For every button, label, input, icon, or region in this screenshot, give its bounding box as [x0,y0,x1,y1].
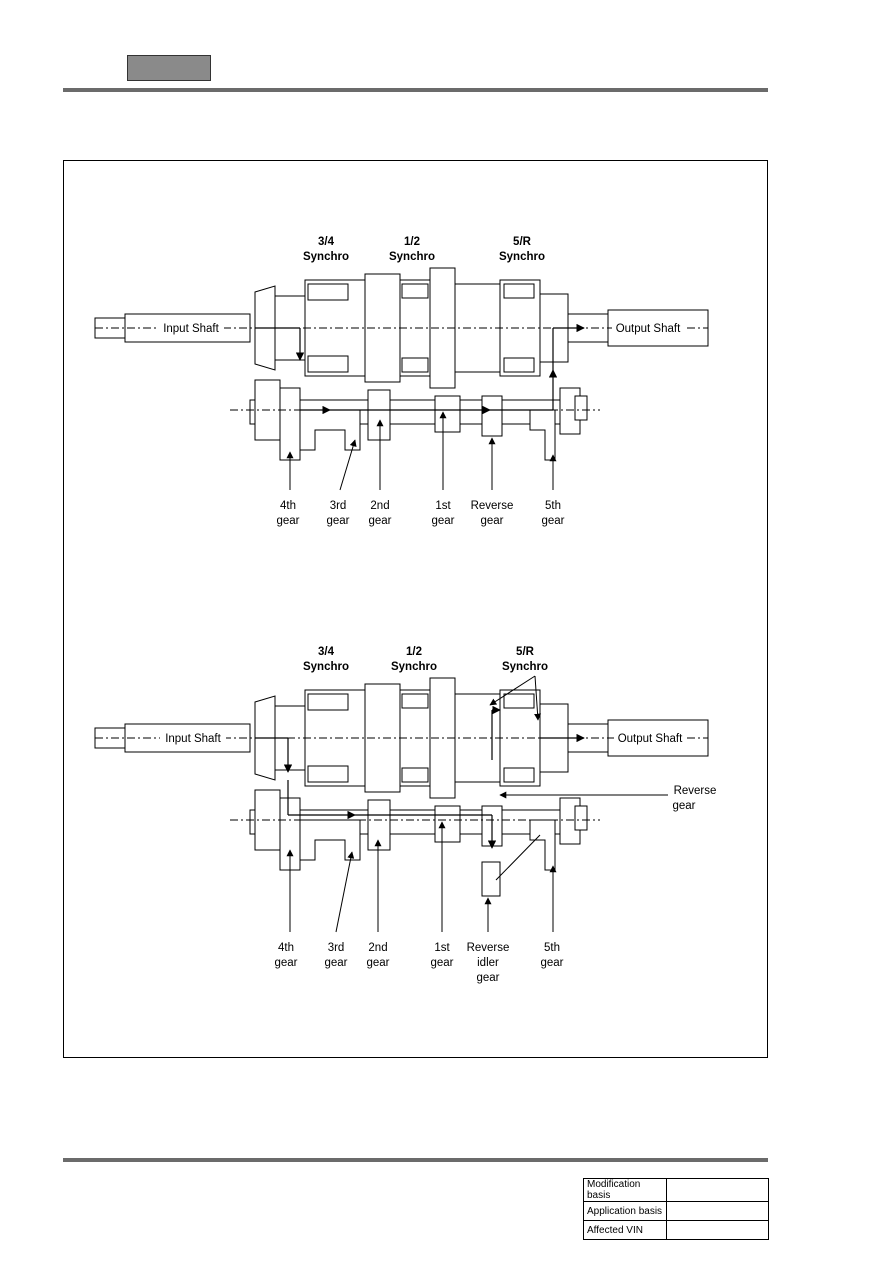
gear2-1st-l2: gear [430,957,453,969]
output-shaft-label: Output Shaft [616,323,681,335]
synchro-12-sub: Synchro [389,251,435,263]
synchro-5r-name: 5/R [513,236,532,248]
gear2-2nd-l2: gear [366,957,389,969]
gear-1st-l1: 1st [435,500,451,512]
footer-info-table: Modification basis Application basis Aff… [583,1178,769,1240]
gear-5th-l1: 5th [545,500,561,512]
gear-3rd-l1: 3rd [330,500,347,512]
gear-2nd-l1: 2nd [370,500,389,512]
diagram-2: 3/4 Synchro 1/2 Synchro 5/R Synchro Inpu… [94,646,717,984]
reverse-callout-l2: gear [672,800,695,812]
output-shaft-label-2: Output Shaft [618,733,683,745]
gear-3rd-l2: gear [326,515,349,527]
gear2-2nd-l1: 2nd [368,942,387,954]
header-rule [63,88,768,92]
diagram-1: 3/4 Synchro 1/2 Synchro 5/R Synchro Inpu… [94,236,709,527]
footer-rule [63,1158,768,1162]
affected-vin-value [666,1220,769,1240]
synchro2-5r-sub: Synchro [502,661,548,673]
gear2-5th-l1: 5th [544,942,560,954]
modification-basis-value [666,1178,769,1202]
gear2-3rd-l1: 3rd [328,942,345,954]
synchro-34-sub: Synchro [303,251,349,263]
gear-2nd-l2: gear [368,515,391,527]
synchro2-5r-name: 5/R [516,646,535,658]
gearbox-drawing-1 [94,267,709,461]
table-row: Modification basis [583,1178,769,1202]
synchro-34-name: 3/4 [318,236,335,248]
gear-5th-l2: gear [541,515,564,527]
application-basis-label: Application basis [583,1201,667,1221]
gear2-4th-l1: 4th [278,942,294,954]
gearbox-drawing-2 [94,677,709,871]
input-shaft-label: Input Shaft [163,323,219,335]
modification-basis-label: Modification basis [583,1178,667,1202]
gear2-1st-l1: 1st [434,942,450,954]
table-row: Application basis [583,1201,769,1221]
synchro2-12-sub: Synchro [391,661,437,673]
synchro-5r-sub: Synchro [499,251,545,263]
gear2-5th-l2: gear [540,957,563,969]
synchro2-12-name: 1/2 [406,646,422,658]
synchro2-34-sub: Synchro [303,661,349,673]
reverse-callout-l1: Reverse [674,785,717,797]
gear2-3rd-l2: gear [324,957,347,969]
gear2-rev-idler-l1: Reverse [467,942,510,954]
table-row: Affected VIN [583,1220,769,1240]
gear-4th-l2: gear [276,515,299,527]
affected-vin-label: Affected VIN [583,1220,667,1240]
gear2-rev-idler-l3: gear [476,972,499,984]
gear-reverse-l1: Reverse [471,500,514,512]
gear-1st-l2: gear [431,515,454,527]
diagram-frame [63,160,768,1058]
header-tab [127,55,211,81]
application-basis-value [666,1201,769,1221]
gear2-rev-idler-l2: idler [477,957,499,969]
synchro-12-name: 1/2 [404,236,420,248]
synchro2-34-name: 3/4 [318,646,335,658]
input-shaft-label-2: Input Shaft [165,733,221,745]
gear-reverse-l2: gear [480,515,503,527]
gear-4th-l1: 4th [280,500,296,512]
reverse-idler-gear-drawing [481,861,501,897]
gear2-4th-l2: gear [274,957,297,969]
